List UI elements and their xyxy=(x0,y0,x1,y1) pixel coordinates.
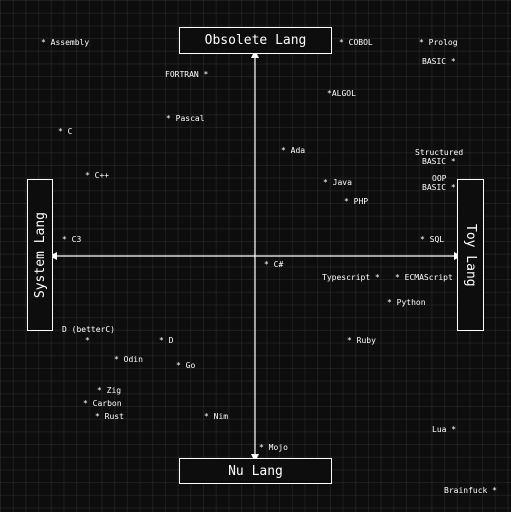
lang-ruby: * Ruby xyxy=(347,336,376,345)
lang-oop-basic-line2: BASIC * xyxy=(422,183,456,192)
lang-d-betterc-line1: D (betterC) xyxy=(62,325,115,334)
axis-label-toy-text: Toy Lang xyxy=(463,223,478,287)
lang-ecmascript: * ECMAScript xyxy=(395,273,453,282)
lang-zig: * Zig xyxy=(97,386,122,395)
lang-d-betterc-line2: * xyxy=(85,336,90,345)
lang-prolog: * Prolog xyxy=(419,38,458,47)
axis-label-toy: Toy Lang xyxy=(457,179,484,331)
lang-csharp: * C# xyxy=(264,260,284,269)
lang-php: * PHP xyxy=(344,197,369,206)
lang-mojo: * Mojo xyxy=(259,443,288,452)
lang-structured-basic-line1: Structured xyxy=(415,148,464,157)
lang-fortran: FORTRAN * xyxy=(165,70,209,79)
axis-label-nu: Nu Lang xyxy=(179,458,332,484)
lang-carbon: * Carbon xyxy=(83,399,122,408)
axis-label-obsolete: Obsolete Lang xyxy=(179,27,332,54)
lang-lua: Lua * xyxy=(432,425,457,434)
lang-cpp: * C++ xyxy=(85,171,110,180)
lang-go: * Go xyxy=(176,361,196,370)
lang-ada: * Ada xyxy=(281,146,306,155)
lang-cobol: * COBOL xyxy=(339,38,373,47)
lang-basic: BASIC * xyxy=(422,57,456,66)
lang-typescript: Typescript * xyxy=(322,273,380,282)
lang-sql: * SQL xyxy=(420,235,445,244)
lang-pascal: * Pascal xyxy=(166,114,205,123)
lang-c: * C xyxy=(58,127,73,136)
lang-python: * Python xyxy=(387,298,426,307)
lang-c3: * C3 xyxy=(62,235,82,244)
axis-label-system: System Lang xyxy=(27,179,53,331)
axis-label-obsolete-text: Obsolete Lang xyxy=(204,33,307,48)
lang-d: * D xyxy=(159,336,174,345)
lang-algol: *ALGOL xyxy=(327,89,356,98)
lang-oop-basic-line1: OOP xyxy=(432,174,447,183)
lang-nim: * Nim xyxy=(204,412,229,421)
lang-rust: * Rust xyxy=(95,412,124,421)
lang-brainfuck: Brainfuck * xyxy=(444,486,497,495)
axis-label-system-text: System Lang xyxy=(32,211,48,299)
lang-odin: * Odin xyxy=(114,355,143,364)
lang-assembly: * Assembly xyxy=(41,38,90,47)
lang-java: * Java xyxy=(323,178,352,187)
lang-structured-basic-line2: BASIC * xyxy=(422,157,456,166)
axis-label-nu-text: Nu Lang xyxy=(228,463,283,479)
